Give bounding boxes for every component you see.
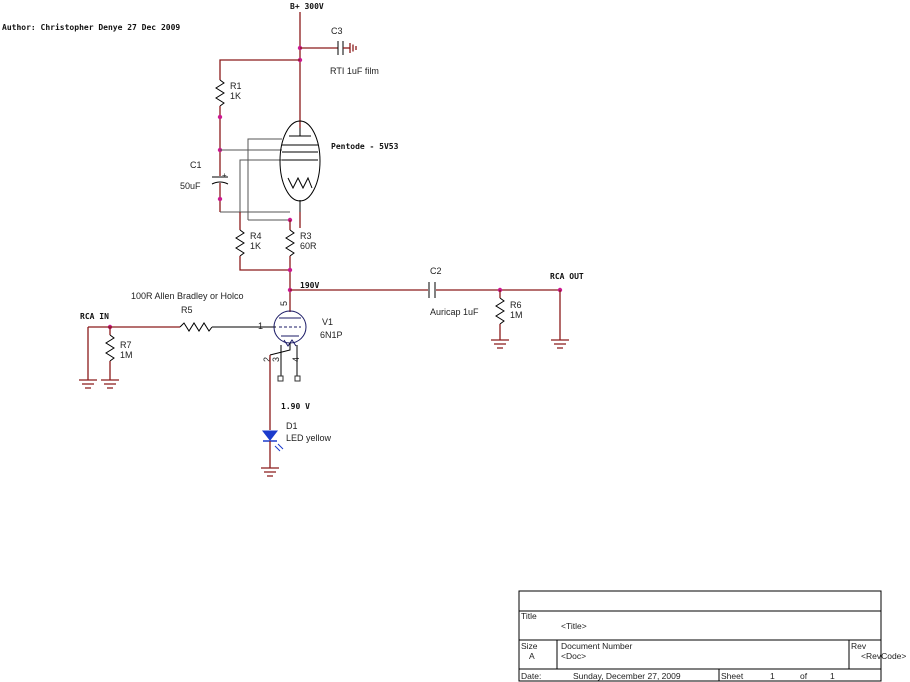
- supply-label: B+ 300V: [290, 2, 324, 11]
- r4-bottom-wire: [239, 256, 290, 271]
- title-value: <Title>: [561, 621, 587, 631]
- v1-pin-grid: 1: [258, 321, 263, 331]
- junction-r1-bottom: [217, 114, 223, 120]
- date-value: Sunday, December 27, 2009: [573, 671, 681, 681]
- plate-voltage-label: 190V: [300, 281, 319, 290]
- resistor-r3: R3 60R: [285, 229, 317, 257]
- g1-wire: [239, 159, 282, 212]
- cathode-voltage-label: 1.90 V: [281, 402, 310, 411]
- triode-v1: 1 5 2 3 4 V1 6N1P: [258, 301, 343, 362]
- r7-ref: R7: [120, 340, 132, 350]
- c1-value: 50uF: [180, 181, 201, 191]
- g2-wire: [247, 138, 282, 220]
- resistor-r6: R6 1M: [495, 297, 523, 325]
- size-value: A: [529, 651, 535, 661]
- sheet-total: 1: [830, 671, 835, 681]
- c1-ref: C1: [190, 160, 202, 170]
- docnum-label: Document Number: [561, 641, 633, 651]
- date-label: Date:: [521, 671, 541, 681]
- r4-value: 1K: [250, 241, 261, 251]
- v1-value: 6N1P: [320, 330, 343, 340]
- r7-value: 1M: [120, 350, 133, 360]
- v1-ref: V1: [322, 317, 333, 327]
- title-label: Title: [521, 611, 537, 621]
- of-label: of: [800, 671, 808, 681]
- led-d1: D1 LED yellow: [261, 421, 332, 452]
- sheet-number: 1: [770, 671, 775, 681]
- rca-out-label: RCA OUT: [550, 272, 584, 281]
- ground-icon: [79, 379, 97, 389]
- ground-icon: [551, 339, 569, 349]
- v1-pin-cathode: 2: [262, 357, 272, 362]
- resistor-r7: R7 1M: [105, 334, 133, 362]
- d1-ref: D1: [286, 421, 298, 431]
- ground-icon: [491, 339, 509, 349]
- v1-pin-heater-b: 4: [291, 357, 301, 362]
- junction-c1-bottom: [217, 196, 223, 202]
- v1-pin-plate: 5: [279, 301, 289, 306]
- c3-value: RTI 1uF film: [330, 66, 379, 76]
- c2-value: Auricap 1uF: [430, 307, 479, 317]
- docnum-value: <Doc>: [561, 651, 586, 661]
- title-block: Title <Title> Size A Document Number <Do…: [518, 590, 906, 682]
- r3-ref: R3: [300, 231, 312, 241]
- r5-value: 100R Allen Bradley or Holco: [131, 291, 244, 301]
- r6-ref: R6: [510, 300, 522, 310]
- r3-value: 60R: [300, 241, 317, 251]
- c1-polarity-icon: +: [222, 171, 227, 180]
- ground-icon: [261, 467, 279, 477]
- heater-pin-b: [294, 375, 301, 382]
- heater-pin-a: [277, 375, 284, 382]
- author-note: Author: Christopher Denye 27 Dec 2009: [2, 22, 180, 32]
- v1-pin-heater-a: 3: [271, 357, 281, 362]
- size-label: Size: [521, 641, 538, 651]
- resistor-r1: R1 1K: [215, 79, 242, 107]
- capacitor-c2: C2 Auricap 1uF: [428, 266, 479, 317]
- rev-label: Rev: [851, 641, 867, 651]
- pentode-value: Pentode - 5V53: [331, 142, 399, 151]
- c2-ref: C2: [430, 266, 442, 276]
- r4-ref: R4: [250, 231, 262, 241]
- r5-ref: R5: [181, 305, 193, 315]
- v1-cathode-lead: [269, 343, 291, 356]
- capacitor-c3: C3 RTI 1uF film: [300, 26, 379, 76]
- junction-r3-bottom: [287, 267, 293, 273]
- r1-top-wire: [219, 59, 300, 80]
- pentode-tube: Pentode - 5V53: [279, 120, 399, 212]
- sheet-label: Sheet: [721, 671, 744, 681]
- capacitor-c1: + C1 50uF: [180, 160, 229, 191]
- ground-icon: [101, 379, 119, 389]
- r1-value: 1K: [230, 91, 241, 101]
- r6-value: 1M: [510, 310, 523, 320]
- r1-ref: R1: [230, 81, 242, 91]
- resistor-r5: 100R Allen Bradley or Holco R5: [131, 291, 244, 332]
- resistor-r4: R4 1K: [235, 229, 262, 257]
- c3-ref: C3: [331, 26, 343, 36]
- rev-value: <RevCode>: [861, 651, 906, 661]
- rca-in-label: RCA IN: [80, 312, 109, 321]
- v1-heater-leads: [280, 345, 298, 376]
- d1-value: LED yellow: [286, 433, 332, 443]
